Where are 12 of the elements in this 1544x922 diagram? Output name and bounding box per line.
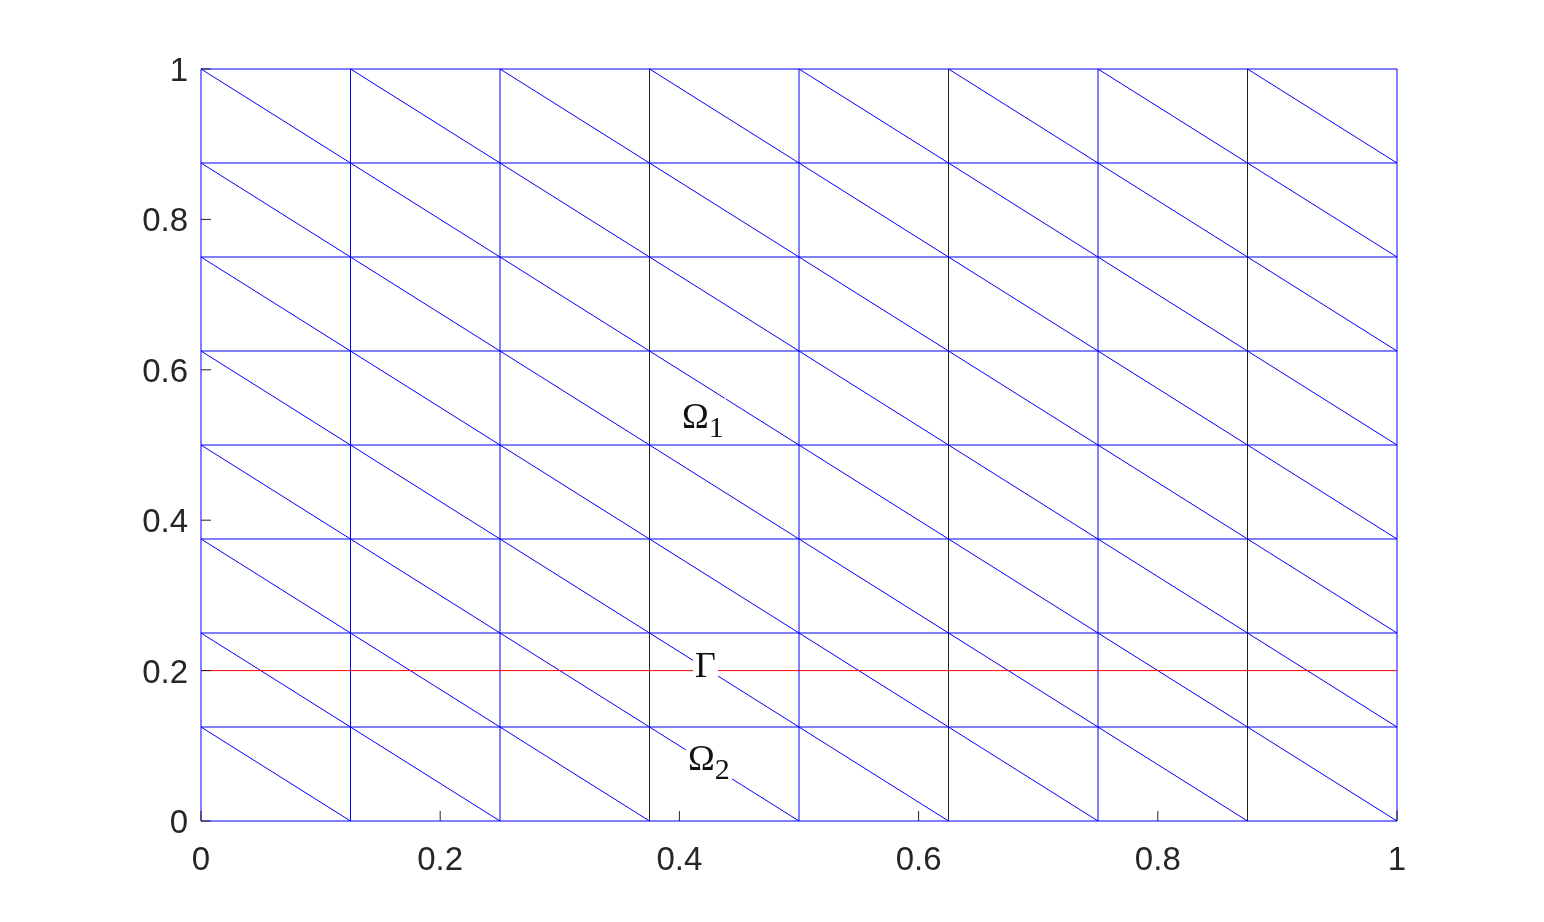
tick-label: 0.8	[142, 202, 188, 236]
tick-label: 0.2	[142, 654, 188, 688]
tick-label: 0	[169, 804, 188, 838]
tick-label: 0.2	[417, 841, 464, 875]
tick-label: 0	[191, 841, 211, 875]
tick-label: 0.6	[895, 841, 942, 875]
tick-label: 0.6	[142, 353, 188, 387]
tick-label: 0.8	[1134, 841, 1181, 875]
tick-label: 0.4	[142, 503, 188, 537]
tick-label: 1	[1387, 841, 1407, 875]
tick-label: 1	[169, 52, 188, 86]
tick-label: 0.4	[656, 841, 703, 875]
